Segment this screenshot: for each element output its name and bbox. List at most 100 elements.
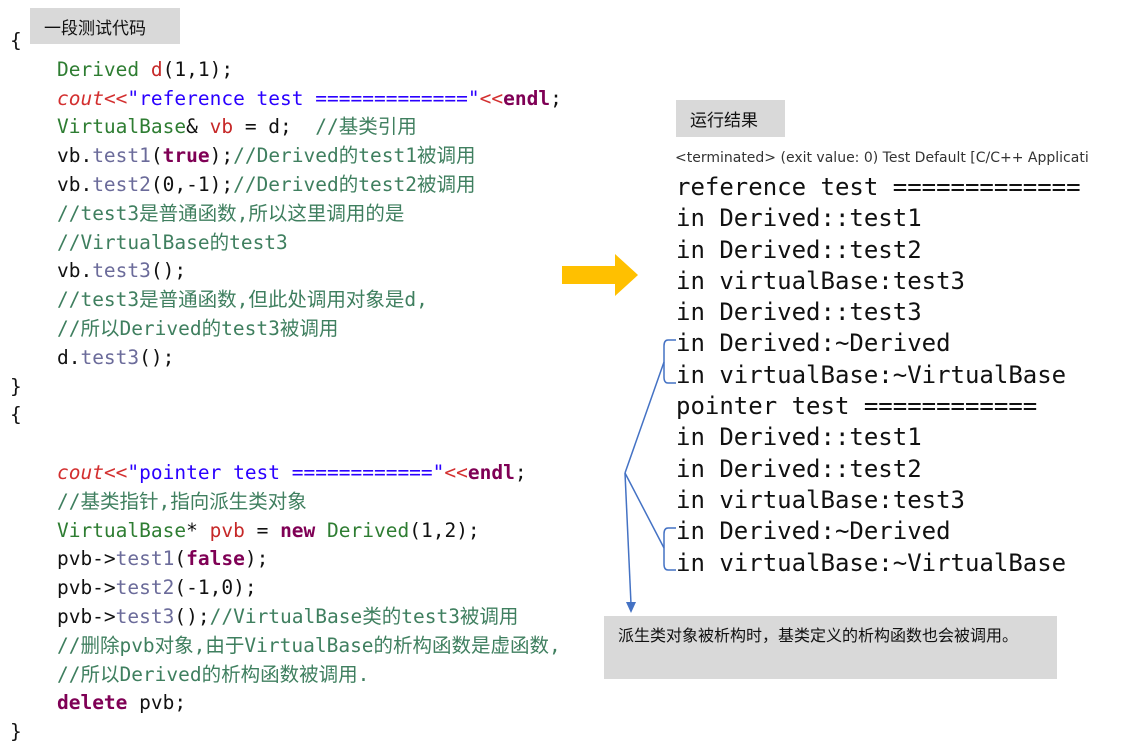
code-token: cout (56, 86, 104, 110)
code-label: 一段测试代码 (30, 8, 180, 44)
code-panel: { Derived d(1,1); cout<<"reference test … (10, 27, 562, 747)
code-token: ( (174, 547, 187, 571)
code-token: test2 (92, 172, 151, 196)
code-token: delete (56, 691, 128, 715)
code-line: vb.test3(); (10, 257, 562, 286)
code-token: pvb-> (10, 576, 116, 600)
code-token: ; (550, 86, 562, 110)
console-line: in Derived:~Derived (676, 329, 951, 358)
code-token: (); (150, 259, 187, 283)
code-line: pvb->test1(false); (10, 545, 562, 574)
code-line: { (10, 27, 562, 56)
code-token: //VirtualBase的test3 (56, 230, 288, 254)
console-line: in virtualBase:test3 (676, 485, 965, 514)
connector-line (624, 472, 632, 605)
code-token: * (186, 518, 210, 542)
code-line: delete pvb; (10, 689, 562, 718)
code-line: //基类指针,指向派生类对象 (10, 488, 562, 517)
code-token: ); (209, 144, 234, 168)
console-line: in virtualBase:~VirtualBase (676, 360, 1067, 389)
code-token: vb. (10, 144, 93, 168)
code-label-text: 一段测试代码 (44, 18, 146, 39)
code-token: VirtualBase (56, 518, 187, 542)
code-token: & (186, 115, 210, 139)
code-token: (0,-1); (150, 172, 234, 196)
code-line: pvb->test3();//VirtualBase类的test3被调用 (10, 603, 562, 632)
connector-line (624, 361, 665, 474)
code-line: //所以Derived的test3被调用 (10, 315, 562, 344)
code-line: cout<<"pointer test ============"<<endl; (10, 459, 562, 488)
bracket-icon (663, 527, 676, 571)
code-token: test3 (80, 345, 140, 369)
code-line: //test3是普通函数,所以这里调用的是 (10, 200, 562, 229)
code-token: << (479, 86, 504, 110)
code-line: Derived d(1,1); (10, 56, 562, 85)
code-token: pvb-> (10, 604, 116, 628)
code-token: cout (56, 460, 104, 484)
code-line: VirtualBase& vb = d; //基类引用 (10, 113, 562, 142)
console-line: in Derived::test1 (676, 423, 922, 452)
code-token: endl (467, 460, 515, 484)
bracket-icon (663, 339, 676, 384)
code-token: endl (503, 86, 551, 110)
console-line: in virtualBase:~VirtualBase (676, 548, 1067, 577)
code-token: { (10, 403, 22, 427)
code-line: //VirtualBase的test3 (10, 229, 562, 258)
code-token: test1 (115, 547, 175, 571)
code-line: //删除pvb对象,由于VirtualBase的析构函数是虚函数, (10, 632, 562, 661)
code-token: (); (174, 604, 210, 628)
code-token: ; (514, 460, 527, 484)
code-token: pvb; (127, 691, 187, 715)
console-line: in virtualBase:test3 (676, 266, 965, 295)
code-token: << (103, 460, 128, 484)
code-token: //Derived的test2被调用 (233, 172, 476, 196)
code-token: d (150, 57, 163, 81)
code-token: //基类引用 (315, 115, 417, 139)
console-line: reference test ============= (676, 173, 1081, 201)
code-token: vb. (10, 259, 93, 283)
code-token: //Derived的test1被调用 (233, 144, 476, 168)
code-token: //test3是普通函数,但此处调用对象是d, (56, 288, 428, 312)
code-token: { (10, 29, 22, 52)
annotation-overlay (562, 254, 676, 613)
code-token: Derived (327, 518, 410, 542)
arrowhead-icon (626, 602, 636, 613)
code-token: d. (10, 345, 81, 369)
code-token: pvb-> (10, 547, 116, 571)
console-line: pointer test ============ (676, 392, 1038, 421)
right-arrow-icon (562, 254, 638, 296)
code-token: //所以Derived的析构函数被调用. (56, 662, 370, 686)
console-line: in Derived::test2 (676, 454, 922, 483)
code-token: VirtualBase (56, 115, 187, 139)
code-token: test1 (92, 144, 151, 168)
console-line: in Derived::test1 (676, 204, 922, 233)
code-token: (1,1); (162, 57, 234, 81)
console-header: <terminated> (exit value: 0) Test Defaul… (675, 150, 1089, 166)
result-label-text: 运行结果 (690, 111, 758, 131)
code-token: //基类指针,指向派生类对象 (56, 489, 307, 513)
code-line: VirtualBase* pvb = new Derived(1,2); (10, 517, 562, 546)
code-line: //所以Derived的析构函数被调用. (10, 661, 562, 690)
code-token: vb (209, 115, 234, 139)
console-line: in Derived:~Derived (676, 517, 951, 546)
code-token: << (444, 460, 468, 484)
code-line: } (10, 718, 562, 747)
console-output: reference test =============in Derived::… (676, 172, 1081, 579)
code-token: ( (150, 144, 163, 168)
code-line: //test3是普通函数,但此处调用对象是d, (10, 286, 562, 315)
code-token: test3 (92, 259, 151, 283)
code-token: //删除pvb对象,由于VirtualBase的析构函数是虚函数, (56, 633, 561, 657)
code-line: d.test3(); (10, 344, 562, 373)
console-line: in Derived::test3 (676, 298, 922, 327)
code-token: test3 (115, 604, 175, 628)
code-token: //test3是普通函数,所以这里调用的是 (56, 201, 405, 225)
result-label: 运行结果 (676, 100, 785, 137)
code-token: pvb (209, 518, 245, 542)
code-token: = d; (233, 115, 316, 139)
note-text: 派生类对象被析构时，基类定义的析构函数也会被调用。 (618, 626, 1019, 645)
code-token: //所以Derived的test3被调用 (56, 316, 339, 340)
code-token: Derived (56, 57, 140, 81)
code-token: (-1,0); (174, 576, 257, 600)
code-token: test2 (115, 576, 175, 600)
console-line: in Derived::test2 (676, 235, 922, 264)
